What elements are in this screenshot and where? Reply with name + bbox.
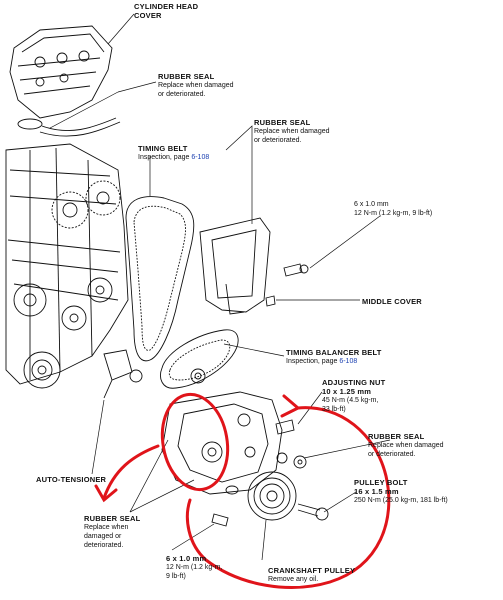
cylinder-head-cover-title-2: COVER [134, 11, 162, 20]
rubber-seal-right-title: RUBBER SEAL [368, 432, 425, 441]
lower-engine [13, 277, 113, 389]
rubber-seal-middle-title: RUBBER SEAL [254, 118, 311, 127]
rubber-seal-right-desc-1: Replace when damaged [368, 442, 444, 449]
rubber-seal-bottom-label: RUBBER SEAL Replace when damaged or dete… [84, 514, 140, 550]
adjusting-nut-label: ADJUSTING NUT 10 x 1.25 mm 45 N-m (4.5 k… [322, 378, 385, 414]
timing-belt-part [125, 196, 195, 362]
lower-seal-part [225, 485, 239, 495]
auto-tensioner-label: AUTO-TENSIONER [36, 475, 106, 484]
middle-cover-title: MIDDLE COVER [362, 297, 422, 306]
pulley-bolt-part [297, 503, 329, 521]
rubber-seal-top-desc-1: Replace when damaged [158, 82, 234, 89]
bolt-6x1-lower-torque-1: 12 N-m (1.2 kg-m, [166, 564, 223, 571]
timing-balancer-belt-page-link[interactable]: 6-108 [339, 358, 358, 365]
upper-rubber-seal-part [17, 117, 121, 137]
timing-belt-desc: Inspection, page [138, 154, 190, 161]
rubber-seal-top-label: RUBBER SEAL Replace when damaged or dete… [158, 72, 234, 99]
rubber-seal-middle-label: RUBBER SEAL Replace when damaged or dete… [254, 118, 330, 145]
timing-balancer-belt-title: TIMING BALANCER BELT [286, 348, 382, 357]
cover-bolts [265, 263, 309, 307]
camshaft-pulleys [51, 180, 121, 229]
cylinder-head-cover-title-1: CYLINDER HEAD [134, 2, 199, 11]
rubber-seal-right-label: RUBBER SEAL Replace when damaged or dete… [368, 432, 444, 459]
crankshaft-pulley-part [247, 471, 297, 521]
timing-belt-title: TIMING BELT [138, 144, 188, 153]
auto-tensioner-part [103, 349, 143, 399]
timing-balancer-belt-desc: Inspection, page [286, 358, 338, 365]
red-markup [94, 392, 391, 589]
pulley-bolt-torque: 250 N-m (25.0 kg-m, 181 lb-ft) [354, 497, 448, 504]
adjusting-nut-part [275, 419, 307, 469]
rubber-seal-right-desc-2: or deteriorated. [368, 451, 416, 458]
bolt-6x1-upper-torque: 12 N-m (1.2 kg-m, 9 lb-ft) [354, 210, 433, 217]
adjusting-nut-torque-1: 45 N-m (4.5 kg-m, [322, 397, 379, 404]
crankshaft-pulley-title: CRANKSHAFT PULLEY [268, 566, 356, 575]
engine-block [5, 143, 129, 385]
adjusting-nut-title: ADJUSTING NUT [322, 378, 386, 387]
pulley-bolt-label: PULLEY BOLT 16 x 1.5 mm 250 N-m (25.0 kg… [354, 478, 448, 505]
timing-belt-label: TIMING BELT Inspection, page 6-108 [138, 144, 209, 162]
bolt-6x1-upper-label: 6 x 1.0 mm 12 N-m (1.2 kg-m, 9 lb-ft) [354, 200, 432, 218]
rubber-seal-middle-desc-1: Replace when damaged [254, 128, 330, 135]
rubber-seal-middle-desc-2: or deteriorated. [254, 137, 302, 144]
pulley-bolt-size: 16 x 1.5 mm [354, 487, 399, 496]
adjusting-nut-size: 10 x 1.25 mm [322, 387, 372, 396]
bolt-6x1-lower-label: 6 x 1.0 mm 12 N-m (1.2 kg-m, 9 lb-ft) [166, 554, 222, 581]
rubber-seal-bottom-desc-1: Replace when [84, 524, 129, 531]
bolt-6x1-lower-size: 6 x 1.0 mm [166, 554, 207, 563]
middle-cover-part [199, 217, 271, 315]
cylinder-head-cover-part [9, 25, 113, 119]
cylinder-head-cover-label: CYLINDER HEAD COVER [134, 2, 198, 20]
rubber-seal-top-title: RUBBER SEAL [158, 72, 215, 81]
rubber-seal-bottom-desc-2: damaged or [84, 533, 122, 540]
crankshaft-pulley-label: CRANKSHAFT PULLEY Remove any oil. [268, 566, 355, 584]
auto-tensioner-title: AUTO-TENSIONER [36, 475, 107, 484]
pulley-bolt-title: PULLEY BOLT [354, 478, 408, 487]
bolt-6x1-lower-torque-2: 9 lb-ft) [166, 573, 186, 580]
rubber-seal-top-desc-2: or deteriorated. [158, 91, 206, 98]
rubber-seal-bottom-desc-3: deteriorated. [84, 542, 124, 549]
rubber-seal-bottom-title: RUBBER SEAL [84, 514, 141, 523]
leader-lines [49, 13, 391, 561]
timing-belt-page-link[interactable]: 6-108 [191, 154, 210, 161]
bolt-6x1-upper-size: 6 x 1.0 mm [354, 201, 389, 208]
adjusting-nut-torque-2: 33 lb-ft) [322, 406, 346, 413]
timing-balancer-belt-label: TIMING BALANCER BELT Inspection, page 6-… [286, 348, 382, 366]
middle-cover-label: MIDDLE COVER [362, 297, 422, 306]
lower-bolt-part [211, 513, 229, 527]
crankshaft-pulley-desc: Remove any oil. [268, 576, 319, 583]
balancer-belt-part [160, 329, 239, 389]
